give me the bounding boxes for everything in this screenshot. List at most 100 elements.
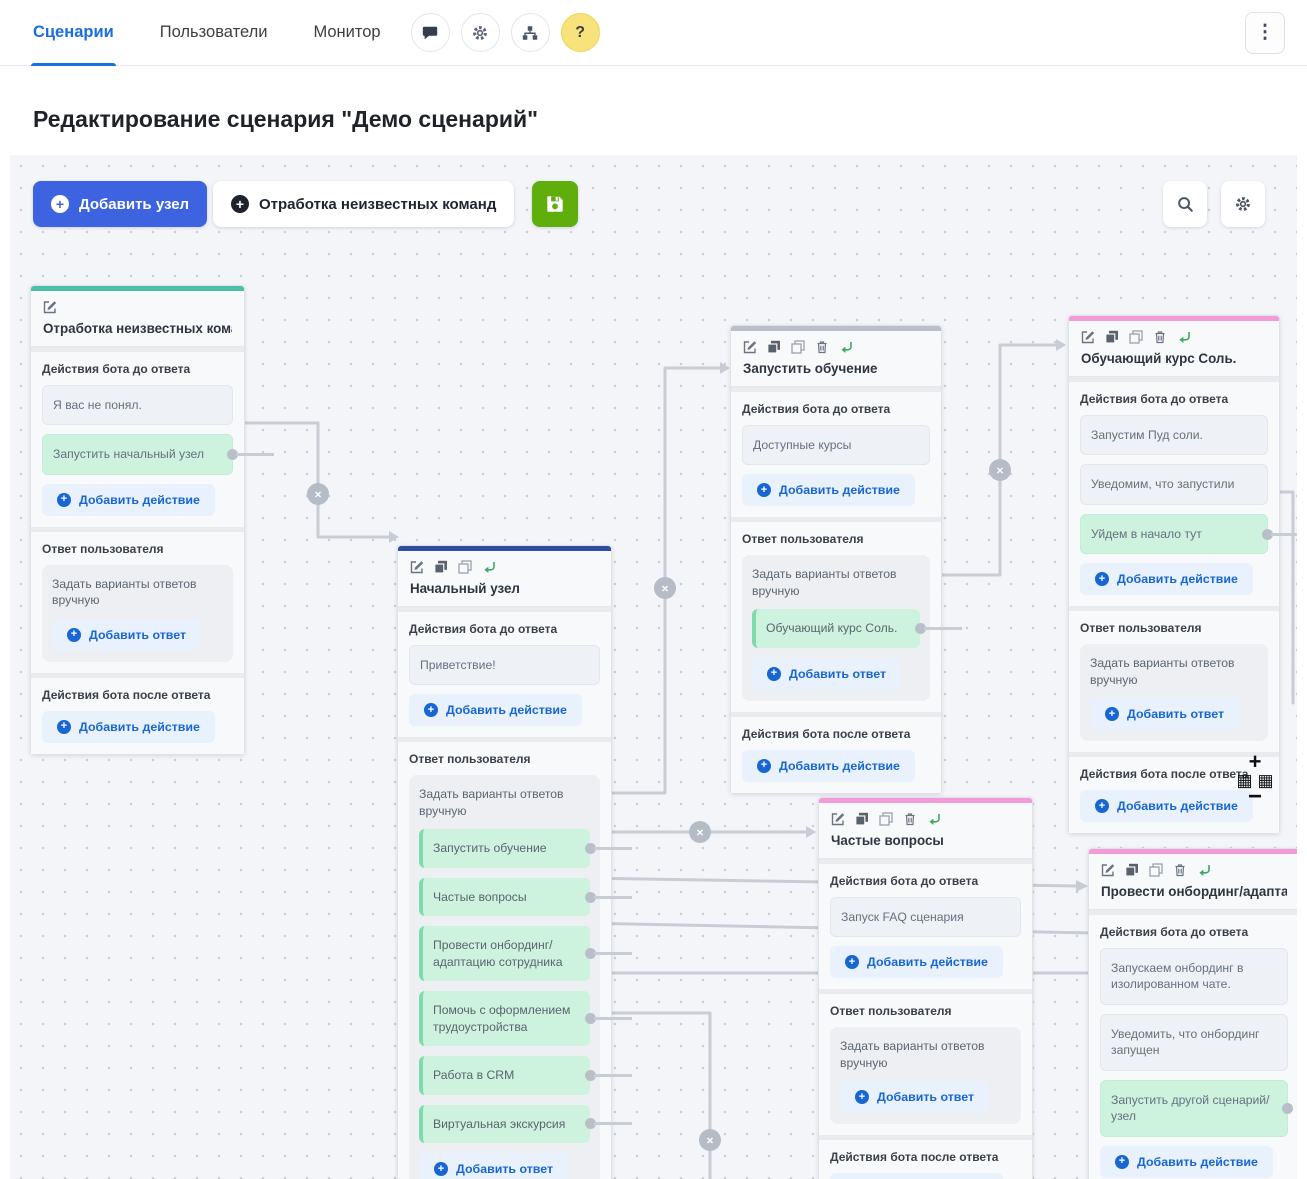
answers-card: Задать варианты ответов вручную Запустит… xyxy=(409,775,632,1179)
edit-icon[interactable] xyxy=(43,300,57,314)
node-start-training[interactable]: Запустить обучение Действия бота до отве… xyxy=(730,325,962,794)
copy-icon[interactable] xyxy=(1149,863,1163,877)
bot-action-item[interactable]: Запуск FAQ сценария xyxy=(830,897,1021,938)
link-arrow-icon[interactable] xyxy=(482,560,496,574)
connector-dot[interactable] xyxy=(585,843,632,855)
clone-icon[interactable] xyxy=(434,560,448,574)
edit-icon[interactable] xyxy=(1101,863,1115,877)
node-start[interactable]: Начальный узел Действия бота до ответа П… xyxy=(397,545,632,1179)
add-answer-button[interactable]: +Добавить ответ xyxy=(1090,698,1240,731)
add-action-button[interactable]: +Добавить действие xyxy=(830,946,1003,979)
chat-button[interactable] xyxy=(410,13,450,52)
edit-icon[interactable] xyxy=(831,812,845,826)
scenario-canvas[interactable]: × × × × × + Добавить узел + Отработка не… xyxy=(10,155,1297,1179)
add-action-button[interactable]: +Добавить действие xyxy=(742,474,915,507)
copy-icon[interactable] xyxy=(1129,330,1143,344)
add-action-button[interactable]: +Добавить действие xyxy=(742,749,915,782)
bot-action-item[interactable]: Запускаем онбординг в изолированном чате… xyxy=(1100,948,1288,1005)
add-action-button[interactable]: +Добавить действие xyxy=(1100,1145,1273,1178)
delete-connection-badge[interactable]: × xyxy=(989,459,1011,481)
bot-action-item[interactable]: Запустим Пуд соли. xyxy=(1080,415,1268,456)
help-button[interactable]: ? xyxy=(560,13,600,52)
zoom-in-button[interactable]: + xyxy=(1248,749,1262,774)
add-action-button[interactable]: +Добавить действие xyxy=(1080,563,1253,596)
answer-option[interactable]: Помочь с оформлением трудоустройства xyxy=(419,991,632,1047)
fit-view-icon[interactable]: ▦ xyxy=(1257,771,1274,790)
bot-action-item[interactable]: Уведомим, что запустили xyxy=(1080,464,1268,505)
answer-option[interactable]: Виртуальная экскурсия xyxy=(419,1104,632,1144)
add-answer-button[interactable]: +Добавить ответ xyxy=(840,1081,990,1114)
connector-dot[interactable] xyxy=(1262,528,1297,540)
add-answer-button[interactable]: +Добавить ответ xyxy=(52,618,202,651)
connector-dot[interactable] xyxy=(585,1013,632,1025)
connector-dot[interactable] xyxy=(227,449,274,461)
trash-icon[interactable] xyxy=(1173,863,1187,877)
add-action-button[interactable]: +Добавить действие xyxy=(830,1173,1003,1179)
tab-monitor[interactable]: Монитор xyxy=(313,23,381,41)
link-arrow-icon[interactable] xyxy=(1197,863,1211,877)
delete-connection-badge[interactable]: × xyxy=(307,483,329,505)
node-unknown-commands[interactable]: Отработка неизвестных команд Действия бо… xyxy=(30,285,274,755)
manual-answers-label: Задать варианты ответов вручную xyxy=(752,567,897,598)
clone-icon[interactable] xyxy=(855,812,869,826)
bot-action-item[interactable]: Запустить другой сценарий/узел xyxy=(1100,1079,1293,1137)
answer-option[interactable]: Обучающий курс Соль. xyxy=(752,609,962,648)
add-action-button[interactable]: +Добавить действие xyxy=(1080,790,1253,823)
edit-icon[interactable] xyxy=(1081,330,1095,344)
link-arrow-icon[interactable] xyxy=(1177,330,1191,344)
copy-icon[interactable] xyxy=(791,340,805,354)
bot-action-item[interactable]: Приветствие! xyxy=(409,645,600,686)
link-arrow-icon[interactable] xyxy=(839,340,853,354)
bot-action-item[interactable]: Уведомить, что онбординг запущен xyxy=(1100,1013,1288,1071)
connector-dot[interactable] xyxy=(585,1118,632,1130)
delete-connection-badge[interactable]: × xyxy=(699,1129,721,1151)
bot-action-item[interactable]: Я вас не понял. xyxy=(42,385,233,426)
bot-action-item[interactable]: Запустить начальный узел xyxy=(42,434,274,475)
tab-users[interactable]: Пользователи xyxy=(159,23,268,41)
answer-option[interactable]: Запустить обучение xyxy=(419,829,632,868)
add-answer-button[interactable]: +Добавить ответ xyxy=(419,1153,569,1179)
bot-action-item[interactable]: Доступные курсы xyxy=(742,425,930,466)
tab-scenarios[interactable]: Сценарии xyxy=(31,0,116,66)
answer-option[interactable]: Частые вопросы xyxy=(419,877,632,917)
add-answer-button[interactable]: +Добавить ответ xyxy=(752,657,902,690)
clone-icon[interactable] xyxy=(767,340,781,354)
connector-dot[interactable] xyxy=(585,948,632,960)
structure-button[interactable] xyxy=(510,13,550,52)
connector-dot[interactable] xyxy=(1282,1102,1293,1114)
zoom-out-button[interactable]: − xyxy=(1247,783,1262,810)
edit-icon[interactable] xyxy=(743,340,757,354)
edit-icon[interactable] xyxy=(410,560,424,574)
trash-icon[interactable] xyxy=(815,340,829,354)
add-node-button[interactable]: + Добавить узел xyxy=(33,181,208,227)
node-training-course[interactable]: Обучающий курс Соль. Действия бота до от… xyxy=(1068,315,1297,835)
search-button[interactable] xyxy=(1163,181,1207,227)
copy-icon[interactable] xyxy=(458,560,472,574)
bot-action-item[interactable]: Уйдем в начало тут xyxy=(1080,513,1297,555)
add-action-button[interactable]: +Добавить действие xyxy=(42,483,215,516)
section-label: Ответ пользователя xyxy=(1080,621,1202,636)
answer-option[interactable]: Провести онбординг/адаптацию сотрудника xyxy=(419,926,632,982)
save-button[interactable] xyxy=(532,181,578,227)
link-arrow-icon[interactable] xyxy=(927,812,941,826)
settings-button[interactable] xyxy=(460,13,500,52)
clone-icon[interactable] xyxy=(1125,863,1139,877)
grid-toggle-icon[interactable]: ▦ xyxy=(1236,771,1253,790)
delete-connection-badge[interactable]: × xyxy=(654,577,676,599)
connector-dot[interactable] xyxy=(585,1069,632,1081)
copy-icon[interactable] xyxy=(879,812,893,826)
trash-icon[interactable] xyxy=(1153,330,1167,344)
connector-dot[interactable] xyxy=(585,891,632,903)
node-onboarding[interactable]: Провести онбординг/адапта... Действия бо… xyxy=(1088,848,1297,1179)
more-menu-button[interactable]: ⋮ xyxy=(1245,11,1285,54)
add-action-button[interactable]: +Добавить действие xyxy=(42,710,215,743)
node-faq[interactable]: Частые вопросы Действия бота до ответа З… xyxy=(818,797,1033,1179)
delete-connection-badge[interactable]: × xyxy=(689,821,711,843)
connector-dot[interactable] xyxy=(915,623,962,635)
add-action-button[interactable]: +Добавить действие xyxy=(409,694,582,727)
trash-icon[interactable] xyxy=(903,812,917,826)
answer-option[interactable]: Работа в CRM xyxy=(419,1056,632,1095)
clone-icon[interactable] xyxy=(1105,330,1119,344)
canvas-settings-button[interactable] xyxy=(1221,181,1265,227)
unknown-commands-button[interactable]: + Отработка неизвестных команд xyxy=(213,181,515,227)
